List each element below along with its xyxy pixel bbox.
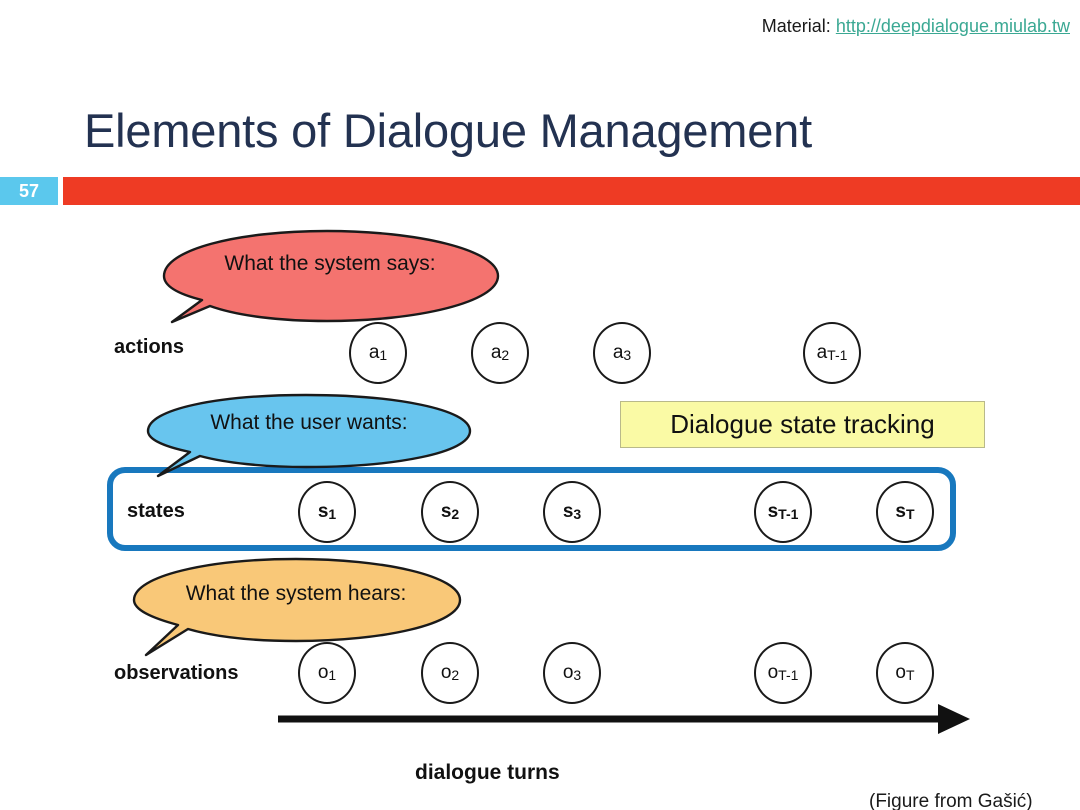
row-label-observations: observations xyxy=(114,662,239,684)
node-o3-label: o xyxy=(562,662,574,683)
dialogue-state-tracking-box: Dialogue state tracking xyxy=(620,401,985,448)
dialogue-turns-caption: dialogue turns xyxy=(415,761,560,784)
node-o2-label: o xyxy=(440,662,452,683)
node-oT-label: o xyxy=(895,662,906,683)
bubble-observations: What the system hears: xyxy=(130,556,470,671)
node-a3-label: a xyxy=(612,342,624,363)
bubble-actions-shape xyxy=(162,229,500,324)
node-o2-sub: 2 xyxy=(451,667,460,683)
material-label: Material: xyxy=(761,16,831,36)
bubble-states-shape xyxy=(146,393,472,478)
slide-number-badge: 57 xyxy=(0,177,58,205)
node-o3-sub: 3 xyxy=(573,667,582,683)
node-a1-sub: 1 xyxy=(379,347,388,363)
page-title: Elements of Dialogue Management xyxy=(84,104,812,157)
bubble-actions-text: What the system says: xyxy=(224,252,436,275)
bubble-states-text: What the user wants: xyxy=(210,411,408,434)
node-a1-label: a xyxy=(368,342,380,363)
node-sT-sub: T xyxy=(906,506,915,522)
node-s2-label: s xyxy=(440,501,452,522)
node-a3-sub: 3 xyxy=(623,347,632,363)
states-highlight-box xyxy=(107,467,956,551)
node-s2-sub: 2 xyxy=(451,506,460,522)
node-a2-label: a xyxy=(490,342,502,363)
bubble-actions: What the system says: xyxy=(160,228,510,343)
material-link[interactable]: http://deepdialogue.miulab.tw xyxy=(835,16,1070,36)
figure-source-caption: (Figure from Gašić) xyxy=(869,791,1033,810)
node-s1-label: s xyxy=(317,501,329,522)
bubble-observations-text: What the system hears: xyxy=(185,582,407,605)
accent-bar xyxy=(63,177,1080,205)
node-a2-sub: 2 xyxy=(501,347,510,363)
node-s1-sub: 1 xyxy=(328,506,337,522)
node-s3-sub: 3 xyxy=(573,506,582,522)
node-o1-sub: 1 xyxy=(328,667,337,683)
node-o1-label: o xyxy=(317,662,329,683)
bubble-states: What the user wants: xyxy=(144,392,484,497)
material-line: Material: http://deepdialogue.miulab.tw xyxy=(762,16,1070,37)
node-aT-1-sub: T-1 xyxy=(827,347,848,363)
dialogue-turns-arrow-icon xyxy=(278,704,970,734)
node-sT-1-sub: T-1 xyxy=(778,506,799,522)
node-oT-sub: T xyxy=(906,667,915,683)
node-s3-label: s xyxy=(562,501,574,522)
node-sT-1-label: s xyxy=(767,501,779,522)
node-aT-1-label: a xyxy=(816,342,828,363)
bubble-observations-shape xyxy=(132,557,462,657)
node-oT-1-label: o xyxy=(767,662,779,683)
row-label-actions: actions xyxy=(114,336,185,358)
node-sT-label: s xyxy=(895,501,906,522)
node-oT-1-sub: T-1 xyxy=(778,667,799,683)
row-label-states: states xyxy=(127,500,185,522)
